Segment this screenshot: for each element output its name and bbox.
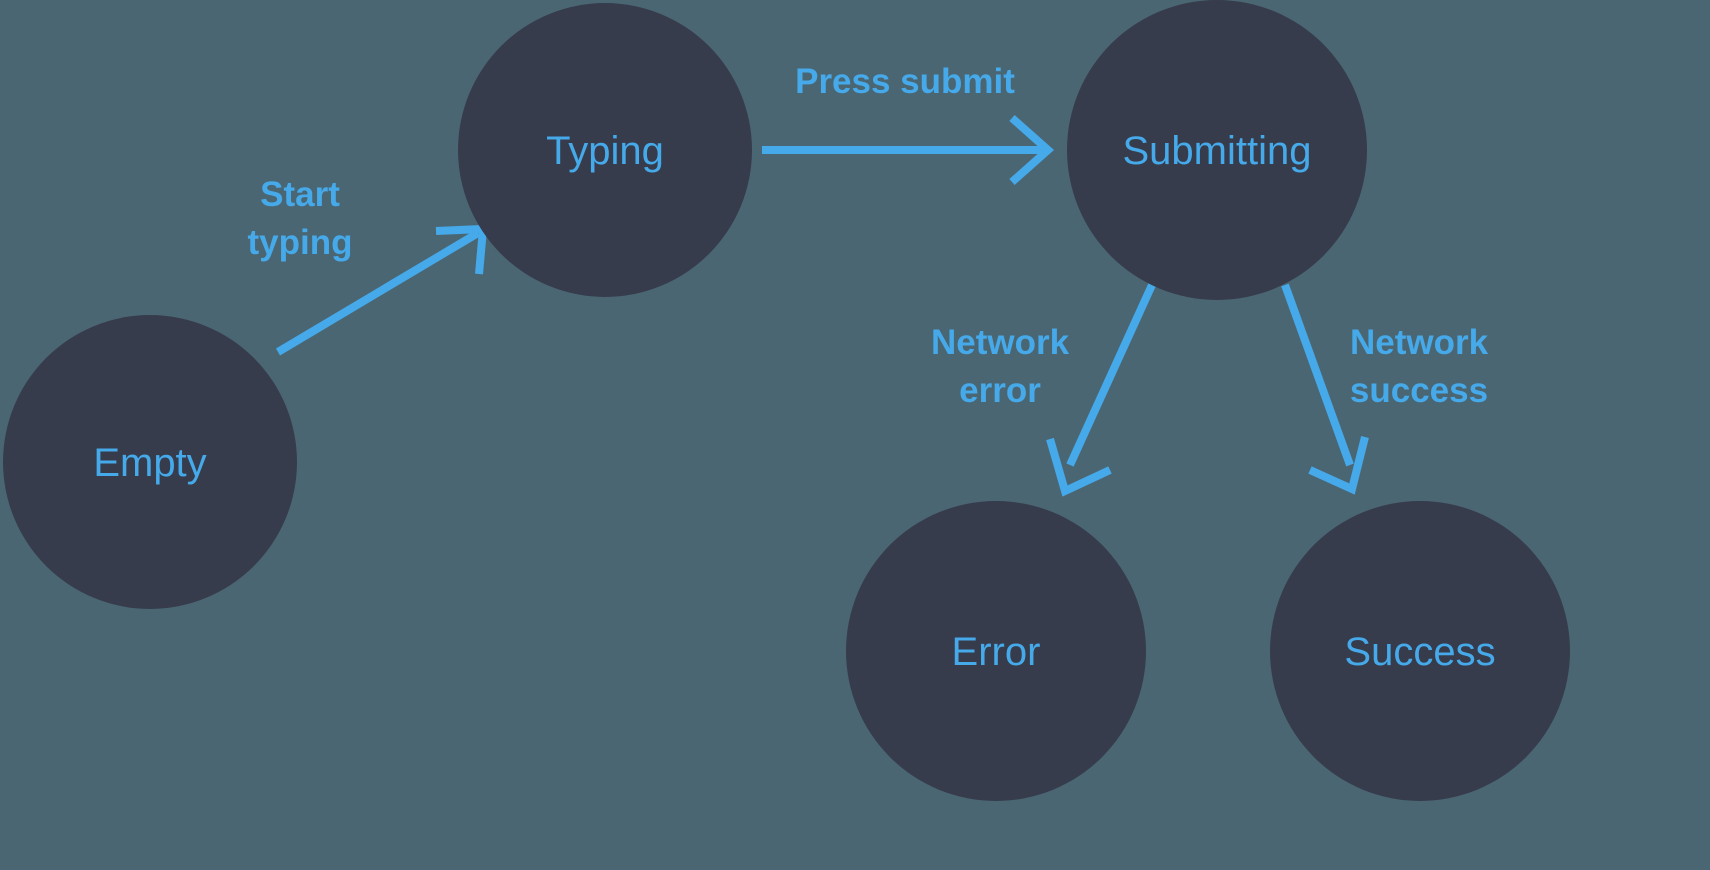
transition-network-error-label-line-2: error <box>959 371 1041 410</box>
transition-network-success: Network success <box>1281 283 1489 495</box>
state-node-error-label: Error <box>952 630 1041 674</box>
transition-network-success-arrowhead <box>1308 436 1369 495</box>
transition-network-error-label-line-1: Network <box>931 323 1070 362</box>
transition-network-success-line <box>1281 283 1354 467</box>
state-node-submitting-label: Submitting <box>1123 129 1312 173</box>
state-node-submitting[interactable]: Submitting <box>1067 0 1367 300</box>
transition-network-error: Network error <box>931 283 1156 497</box>
state-node-empty[interactable]: Empty <box>3 315 297 609</box>
state-node-success[interactable]: Success <box>1270 501 1570 801</box>
state-node-empty-circle[interactable] <box>3 315 297 609</box>
state-node-error[interactable]: Error <box>846 501 1146 801</box>
transition-start-typing: Start typing <box>248 175 488 356</box>
transition-network-error-arrowhead <box>1046 437 1112 497</box>
state-node-success-circle[interactable] <box>1270 501 1570 801</box>
state-node-typing[interactable]: Typing <box>458 3 752 297</box>
transition-network-success-label-line-1: Network <box>1350 323 1489 362</box>
transition-press-submit-label: Press submit <box>795 62 1015 101</box>
state-node-success-label: Success <box>1344 630 1495 674</box>
state-node-error-circle[interactable] <box>846 501 1146 801</box>
state-node-empty-label: Empty <box>93 441 206 485</box>
state-node-submitting-circle[interactable] <box>1067 0 1367 300</box>
state-node-typing-circle[interactable] <box>458 3 752 297</box>
state-node-typing-label: Typing <box>546 129 664 173</box>
transition-start-typing-label-line-1: Start <box>260 175 340 214</box>
transition-network-error-line <box>1066 283 1156 467</box>
transition-press-submit: Press submit <box>762 62 1055 185</box>
transition-start-typing-label-line-2: typing <box>248 223 353 262</box>
transition-network-success-label-line-2: success <box>1350 371 1488 410</box>
transition-start-typing-line <box>275 229 481 356</box>
transition-press-submit-arrowhead <box>1009 115 1055 185</box>
